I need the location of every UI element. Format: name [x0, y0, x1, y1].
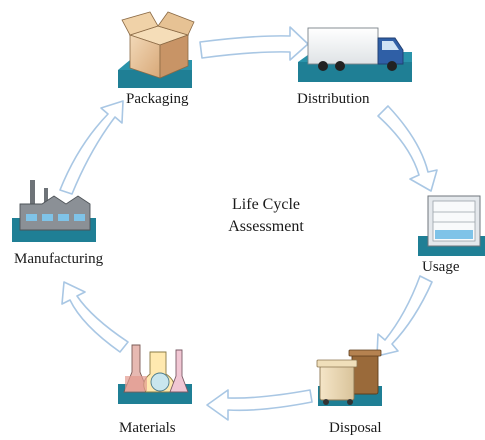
trash-bins-icon [316, 349, 382, 406]
center-title: Life Cycle Assessment [186, 194, 346, 238]
arrow-distribution-to-usage [377, 105, 438, 192]
box-icon [118, 11, 195, 88]
lab-flasks-icon [118, 344, 192, 404]
arrow-usage-to-disposal [376, 275, 433, 357]
label-materials: Materials [119, 420, 176, 436]
arrow-packaging-to-distribution [199, 26, 309, 61]
label-disposal: Disposal [329, 420, 382, 436]
factory-icon [12, 180, 96, 242]
truck-icon [298, 27, 412, 82]
label-usage: Usage [422, 259, 460, 275]
arrow-disposal-to-materials [206, 389, 313, 421]
label-distribution: Distribution [297, 91, 370, 107]
center-title-line-1: Life Cycle [232, 196, 300, 213]
label-manufacturing: Manufacturing [14, 251, 104, 267]
arrow-materials-to-manufacturing [61, 281, 129, 353]
cycle-arrows [59, 26, 438, 421]
label-packaging: Packaging [126, 91, 189, 107]
arrow-manufacturing-to-packaging [59, 100, 124, 195]
refrigerator-icon [418, 195, 485, 256]
center-title-line-2: Assessment [228, 218, 304, 235]
